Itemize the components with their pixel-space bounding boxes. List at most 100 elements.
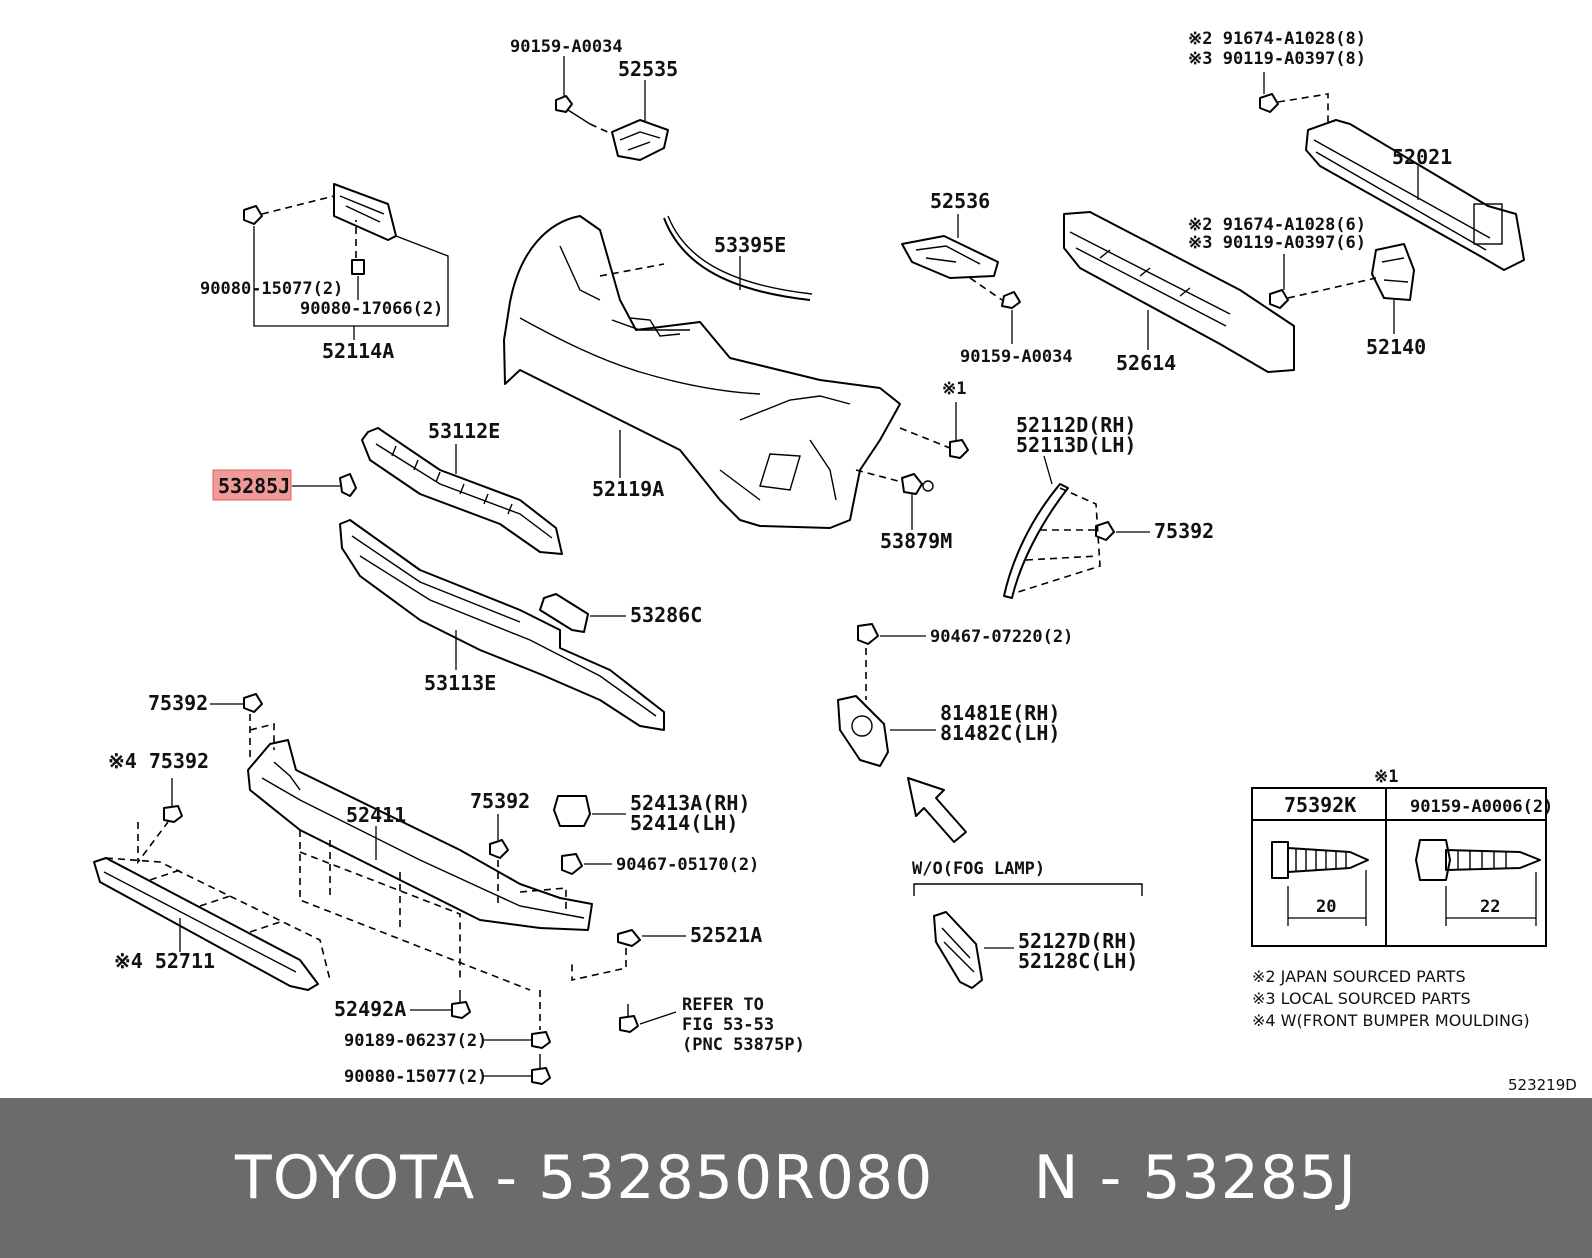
screw-75392k-drawing xyxy=(1271,841,1369,926)
table-dim-22: 22 xyxy=(1480,897,1500,917)
label-75392-s4: ※4 75392 xyxy=(108,749,209,773)
legend-front-bumper-moulding: ※4 W(FRONT BUMPER MOULDING) xyxy=(1252,1011,1530,1030)
label-53112e: 53112E xyxy=(428,419,500,443)
bolt-90159-a0034-top xyxy=(555,95,591,125)
label-53395e: 53395E xyxy=(714,233,786,257)
label-52127d: 52127D(RH) xyxy=(1018,929,1138,953)
label-81482c: 81482C(LH) xyxy=(940,721,1060,745)
label-52536: 52536 xyxy=(930,189,990,213)
bolt-90080-15077 xyxy=(243,205,263,225)
label-75392-left: 75392 xyxy=(148,691,208,715)
direction-arrow xyxy=(907,777,967,843)
part-number-text: TOYOTA - 532850R080 N - 53285J xyxy=(235,1143,1357,1213)
label-90189-06237: 90189-06237(2) xyxy=(344,1031,487,1051)
label-refer-to: REFER TO xyxy=(682,995,764,1015)
front-bumper-exploded-diagram: 90159-A0034 52535 90080-15077(2) 90080-1… xyxy=(93,29,1577,1094)
part-53112e-grille xyxy=(361,427,563,555)
legend-japan-sourced: ※2 JAPAN SOURCED PARTS xyxy=(1252,967,1466,986)
part-52140-bracket xyxy=(1371,243,1415,301)
label-52411: 52411 xyxy=(346,803,406,827)
label-90080-15077: 90080-15077(2) xyxy=(200,279,343,299)
label-refer-fig: FIG 53-53 xyxy=(682,1015,774,1035)
clip-90080-17066 xyxy=(351,259,365,275)
part-52536-bracket xyxy=(901,235,999,279)
part-53285j-cover xyxy=(339,473,357,497)
label-53285j: 53285J xyxy=(218,474,290,498)
label-refer-pnc: (PNC 53875P) xyxy=(682,1035,805,1055)
label-mark1-side: ※1 xyxy=(942,379,966,399)
clip-90467-07220 xyxy=(857,623,879,645)
screw-refer-53875p xyxy=(619,1004,639,1033)
label-wo-fog-lamp: W/O(FOG LAMP) xyxy=(912,859,1045,879)
label-52128c: 52128C(LH) xyxy=(1018,949,1138,973)
label-52413a: 52413A(RH) xyxy=(630,791,750,815)
part-52413a-bracket xyxy=(553,795,591,827)
part-number-footer: TOYOTA - 532850R080 N - 53285J xyxy=(0,1098,1592,1258)
table-header-90159-a0006: 90159-A0006(2) xyxy=(1410,797,1553,817)
label-52119a: 52119A xyxy=(592,477,664,501)
part-52521a-clip xyxy=(617,929,641,947)
table-dim-20: 20 xyxy=(1316,897,1336,917)
part-52119a-bumper-cover xyxy=(503,215,901,529)
part-75392-clip-right xyxy=(1095,521,1115,541)
part-53395e-strip xyxy=(663,215,813,301)
bolt-reinforcement-mid xyxy=(1269,289,1289,309)
part-53879m-clip xyxy=(901,473,934,495)
table-header-75392k: 75392K xyxy=(1284,793,1356,817)
note-90119-a0397-8: ※3 90119-A0397(8) xyxy=(1188,49,1366,69)
label-90467-05170: 90467-05170(2) xyxy=(616,855,759,875)
label-52021: 52021 xyxy=(1392,145,1452,169)
label-52112d: 52112D(RH) xyxy=(1016,413,1136,437)
label-90080-15077-lower: 90080-15077(2) xyxy=(344,1067,487,1087)
label-75392-center: 75392 xyxy=(470,789,530,813)
screw-90159-a0006-drawing xyxy=(1415,839,1541,926)
label-90159-a0034-mid: 90159-A0034 xyxy=(960,347,1073,367)
bolt-90080-15077-lower xyxy=(531,1054,551,1085)
part-52114a-bracket xyxy=(333,183,397,241)
note-90119-a0397-6: ※3 90119-A0397(6) xyxy=(1188,233,1366,253)
part-52614-energy-absorber xyxy=(1063,211,1295,373)
label-90467-07220: 90467-07220(2) xyxy=(930,627,1073,647)
part-75392-clip-center xyxy=(489,839,509,859)
label-53286c: 53286C xyxy=(630,603,702,627)
part-52021-reinforcement xyxy=(1305,119,1525,271)
part-75392-clip-s4 xyxy=(163,805,183,823)
part-53113e-lower-grille xyxy=(339,519,665,731)
label-52414: 52414(LH) xyxy=(630,811,738,835)
note-91674-a1028-8: ※2 91674-A1028(8) xyxy=(1188,29,1366,49)
part-52411-lower-spoiler xyxy=(247,739,593,931)
label-52521a: 52521A xyxy=(690,923,762,947)
label-53879m: 53879M xyxy=(880,529,952,553)
label-52140: 52140 xyxy=(1366,335,1426,359)
part-53286c-cover xyxy=(539,593,589,633)
legend-local-sourced: ※3 LOCAL SOURCED PARTS xyxy=(1252,989,1471,1008)
part-75392-clip-left xyxy=(243,693,263,713)
label-52114a: 52114A xyxy=(322,339,394,363)
part-81481e-fog-bracket xyxy=(837,695,889,767)
part-52112d-side-retainer xyxy=(1003,483,1069,599)
label-52113d: 52113D(LH) xyxy=(1016,433,1136,457)
part-52535-bracket xyxy=(611,119,669,161)
fastener-table xyxy=(1251,787,1547,947)
note-91674-a1028-6: ※2 91674-A1028(6) xyxy=(1188,215,1366,235)
label-81481e: 81481E(RH) xyxy=(940,701,1060,725)
table-mark: ※1 xyxy=(1374,767,1398,787)
nut-90189-06237 xyxy=(531,1031,551,1049)
label-53113e: 53113E xyxy=(424,671,496,695)
clip-90467-05170 xyxy=(561,853,583,875)
label-52492a: 52492A xyxy=(334,997,406,1021)
part-52711-bumper-moulding xyxy=(93,857,319,991)
label-52711: ※4 52711 xyxy=(114,949,215,973)
bolt-52492a xyxy=(451,990,471,1019)
label-52614: 52614 xyxy=(1116,351,1176,375)
label-52535: 52535 xyxy=(618,57,678,81)
bolt-reinforcement-top xyxy=(1259,93,1279,113)
label-90080-17066: 90080-17066(2) xyxy=(300,299,443,319)
bolt-90159-a0034-mid xyxy=(1001,291,1021,309)
highlight-53285j xyxy=(212,469,292,501)
part-52127d-fog-cover xyxy=(933,911,983,989)
screw-mark1-side xyxy=(949,439,969,459)
label-75392-right: 75392 xyxy=(1154,519,1214,543)
figure-id: 523219D xyxy=(1508,1076,1577,1094)
label-90159-a0034-top: 90159-A0034 xyxy=(510,37,623,57)
